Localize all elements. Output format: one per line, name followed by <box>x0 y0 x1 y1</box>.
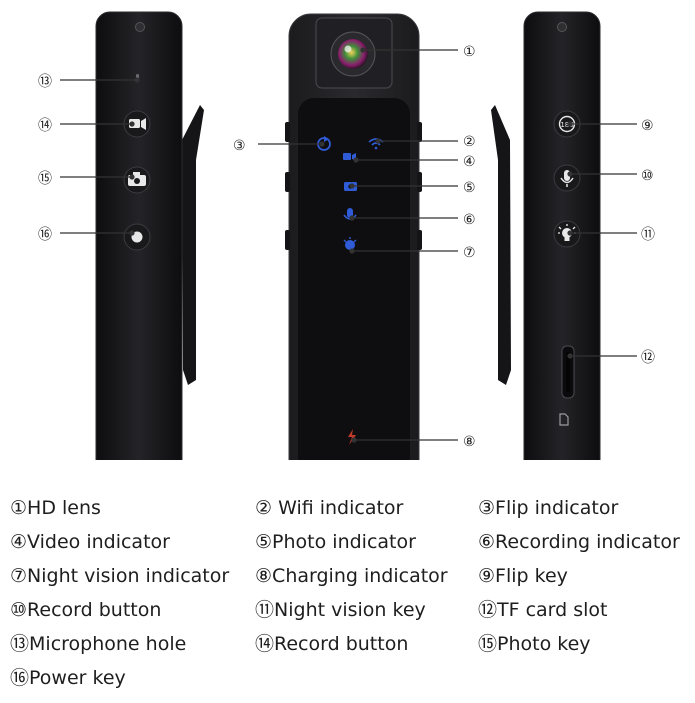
legend-item: ⑨Flip key <box>478 565 568 587</box>
right-clip <box>491 105 511 385</box>
night-vision-indicator-led <box>343 237 357 250</box>
legend-item: ⑭Record button <box>255 633 409 655</box>
record-key[interactable] <box>553 164 581 192</box>
callout-14: ⑭ <box>38 118 52 134</box>
microphone-icon <box>560 170 574 187</box>
callout-13: ⑬ <box>38 74 52 90</box>
callout-16: ⑯ <box>38 227 52 243</box>
legend-item: ③Flip indicator <box>478 497 619 519</box>
left-top-screw <box>135 22 145 32</box>
callout-4: ④ <box>463 154 476 170</box>
sd-card-icon <box>559 413 569 426</box>
callout-7: ⑦ <box>463 245 476 261</box>
callout-11: ⑪ <box>641 227 655 243</box>
left-side-view <box>95 11 204 460</box>
callout-6: ⑥ <box>463 212 476 228</box>
legend-item: ⑮Photo key <box>478 633 591 655</box>
hd-lens <box>330 31 376 77</box>
legend-item: ⑬Microphone hole <box>10 633 187 655</box>
left-clip <box>182 105 204 385</box>
callout-9: ⑨ <box>641 118 654 134</box>
callout-8: ⑧ <box>463 434 476 450</box>
legend-item: ⑦Night vision indicator <box>10 565 230 587</box>
legend-item: ⑩Record button <box>10 599 162 621</box>
legend-item: ⑤Photo indicator <box>255 531 416 553</box>
lightning-icon <box>348 429 356 445</box>
callout-numbers: ① ② ③ ④ ⑤ ⑥ ⑦ ⑧ ⑨ ⑩ ⑪ ⑫ ⑬ ⑭ ⑮ ⑯ <box>38 44 655 450</box>
legend-item: ⑯Power key <box>10 667 126 689</box>
legend-item: ⑥Recording indicator <box>478 531 680 553</box>
night-vision-key[interactable] <box>553 220 581 248</box>
camera-diagram: 180 <box>38 11 655 460</box>
legend-item: ①HD lens <box>10 497 101 519</box>
callout-1: ① <box>463 44 476 60</box>
callout-3: ③ <box>233 138 246 154</box>
flip-key[interactable]: 180 <box>553 110 581 138</box>
callout-5: ⑤ <box>463 180 476 196</box>
callout-10: ⑩ <box>641 168 654 184</box>
power-button[interactable] <box>123 223 151 251</box>
legend-item: ② Wifi indicator <box>255 497 404 519</box>
right-side-view: 180 <box>491 11 601 460</box>
right-top-screw <box>557 22 567 32</box>
legend-item: ④Video indicator <box>10 531 170 553</box>
legend-item: ⑧Charging indicator <box>255 565 448 587</box>
photo-button[interactable] <box>123 166 151 194</box>
leader-lines <box>60 47 637 443</box>
svg-text:180: 180 <box>560 121 573 129</box>
front-view <box>285 13 422 460</box>
callout-12: ⑫ <box>641 350 655 366</box>
callout-2: ② <box>463 134 476 150</box>
legend-item: ⑪Night vision key <box>255 599 426 621</box>
callout-15: ⑮ <box>38 171 52 187</box>
legend-item: ⑫TF card slot <box>478 599 608 621</box>
indicator-panel <box>298 98 410 460</box>
tf-card-slot[interactable] <box>561 345 575 399</box>
legend: ①HD lens ② Wifi indicator ③Flip indicato… <box>0 488 695 698</box>
